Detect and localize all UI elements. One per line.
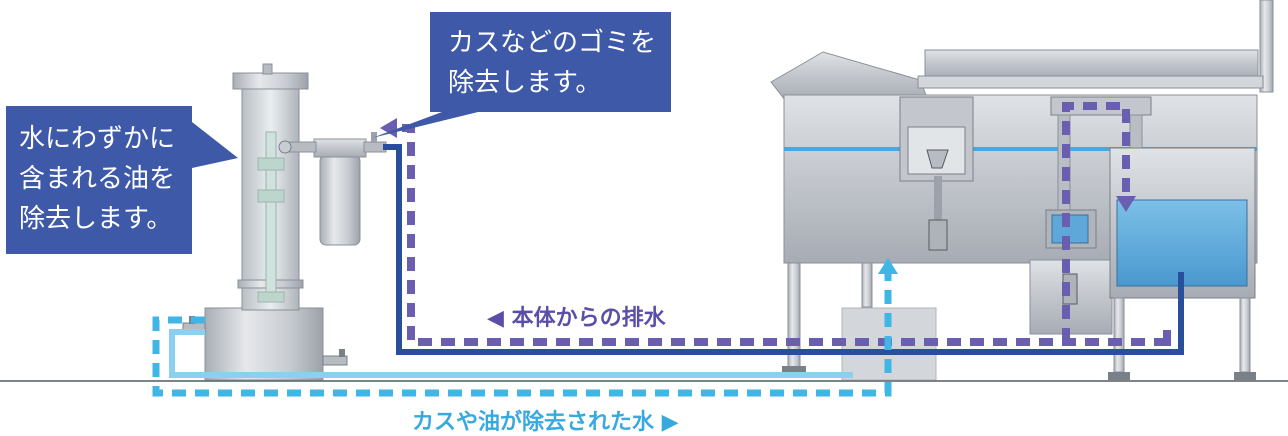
callout-top-line1: カスなどのゴミを [448, 28, 657, 58]
clean-arrowhead-up [878, 258, 898, 274]
drain-flow-label: ◀ 本体からの排水 [487, 306, 666, 331]
filter-housing [319, 154, 361, 246]
drain-pipe [383, 144, 1184, 355]
callout-left-line3: 除去します。 [19, 204, 173, 234]
drain-arrowhead-tank [1116, 196, 1136, 212]
clean-flow-path [152, 274, 892, 397]
clean-flow-label: カスや油が除去された水 ▶ [412, 410, 679, 435]
separator-unit [182, 63, 387, 381]
callout-left [6, 106, 238, 254]
clean-water-pipe [169, 329, 853, 378]
callout-top [372, 12, 671, 138]
callout-left-line2: 含まれる油を [19, 164, 176, 194]
main-machine [770, 0, 1274, 380]
separator-base-tank [204, 307, 324, 381]
callout-left-line1: 水にわずかに [19, 124, 176, 154]
drain-arrowhead-top [380, 118, 397, 138]
callout-top-line2: 除去します。 [448, 68, 602, 98]
